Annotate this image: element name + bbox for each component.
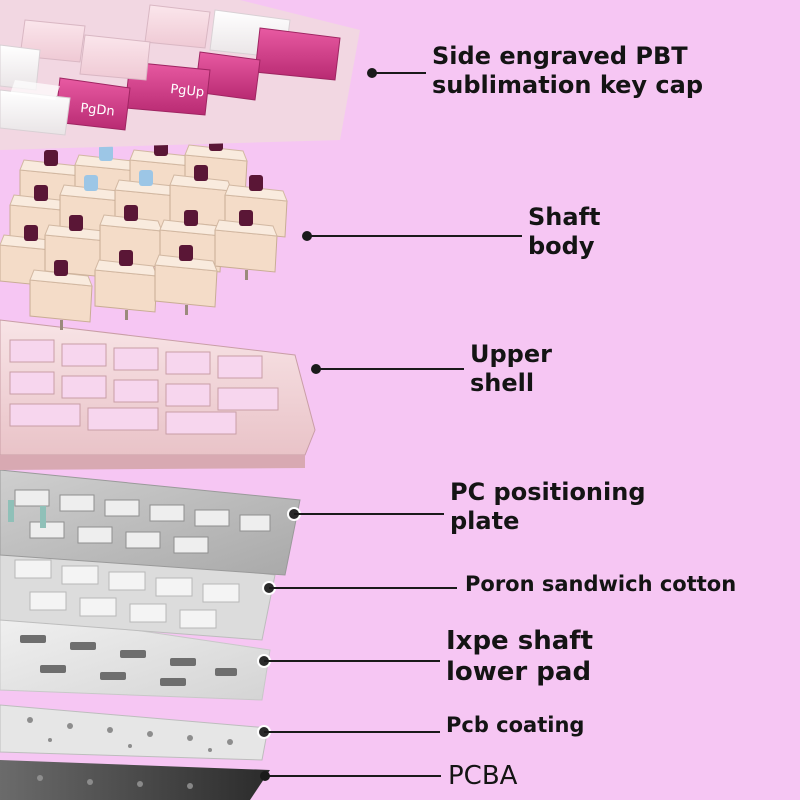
label-ixpe-line-1: Ixpe shaft: [446, 626, 594, 656]
label-keycap-line-1: Side engraved PBT: [432, 42, 688, 70]
pc-plate-layer: [0, 469, 301, 576]
pcb-coating-layer: [0, 704, 269, 761]
label-upper-shell-line-1: Upper: [470, 340, 552, 368]
switch-unit: [154, 245, 218, 315]
upper-shell-layer: [0, 319, 316, 470]
switch-unit: [214, 210, 278, 280]
label-pcba: PCBA: [448, 761, 517, 792]
label-keycap-line-2: sublimation key cap: [432, 70, 704, 99]
switch-unit: [94, 250, 158, 320]
label-upper-shell-line-2: shell: [470, 368, 535, 397]
callout-switch-leader: [307, 235, 522, 237]
keycap-legend-pgdn: PgDn: [80, 101, 116, 120]
label-switch-line-1: Shaft: [528, 203, 601, 231]
switch-layer: [0, 135, 288, 330]
label-switch-line-2: body: [528, 231, 595, 260]
label-switch: Shaft body: [528, 203, 600, 261]
switch-unit: [29, 260, 93, 330]
keycap-legend-pgup: PgUp: [170, 82, 205, 100]
ixpe-layer: [0, 609, 271, 701]
label-pcb-coating: Pcb coating: [446, 713, 584, 738]
label-pc-plate-line-2: plate: [450, 506, 520, 535]
callout-ixpe-leader: [264, 660, 440, 662]
label-keycap: Side engraved PBT sublimation key cap: [432, 42, 703, 100]
label-poron: Poron sandwich cotton: [465, 572, 736, 597]
callout-pcba-leader: [265, 775, 441, 777]
label-pc-plate-line-1: PC positioning: [450, 478, 646, 506]
label-poron-line-1: Poron sandwich cotton: [465, 572, 737, 596]
callout-upper-shell-leader: [316, 368, 464, 370]
callout-poron-leader: [269, 587, 457, 589]
label-ixpe: Ixpe shaft lower pad: [446, 626, 593, 688]
label-upper-shell: Upper shell: [470, 340, 552, 398]
poron-layer: [0, 539, 276, 641]
callout-pc-plate-leader: [294, 513, 444, 515]
label-ixpe-line-2: lower pad: [446, 657, 592, 688]
callout-keycap-leader: [372, 72, 426, 74]
callout-pcb-coating-leader: [264, 731, 440, 733]
label-pcb-coating-line-1: Pcb coating: [446, 713, 585, 737]
keycap-layer: PgUp PgDn: [0, 0, 360, 150]
label-pcba-line-1: PCBA: [448, 761, 518, 791]
label-pc-plate: PC positioning plate: [450, 478, 646, 536]
pcba-layer: [0, 760, 270, 800]
